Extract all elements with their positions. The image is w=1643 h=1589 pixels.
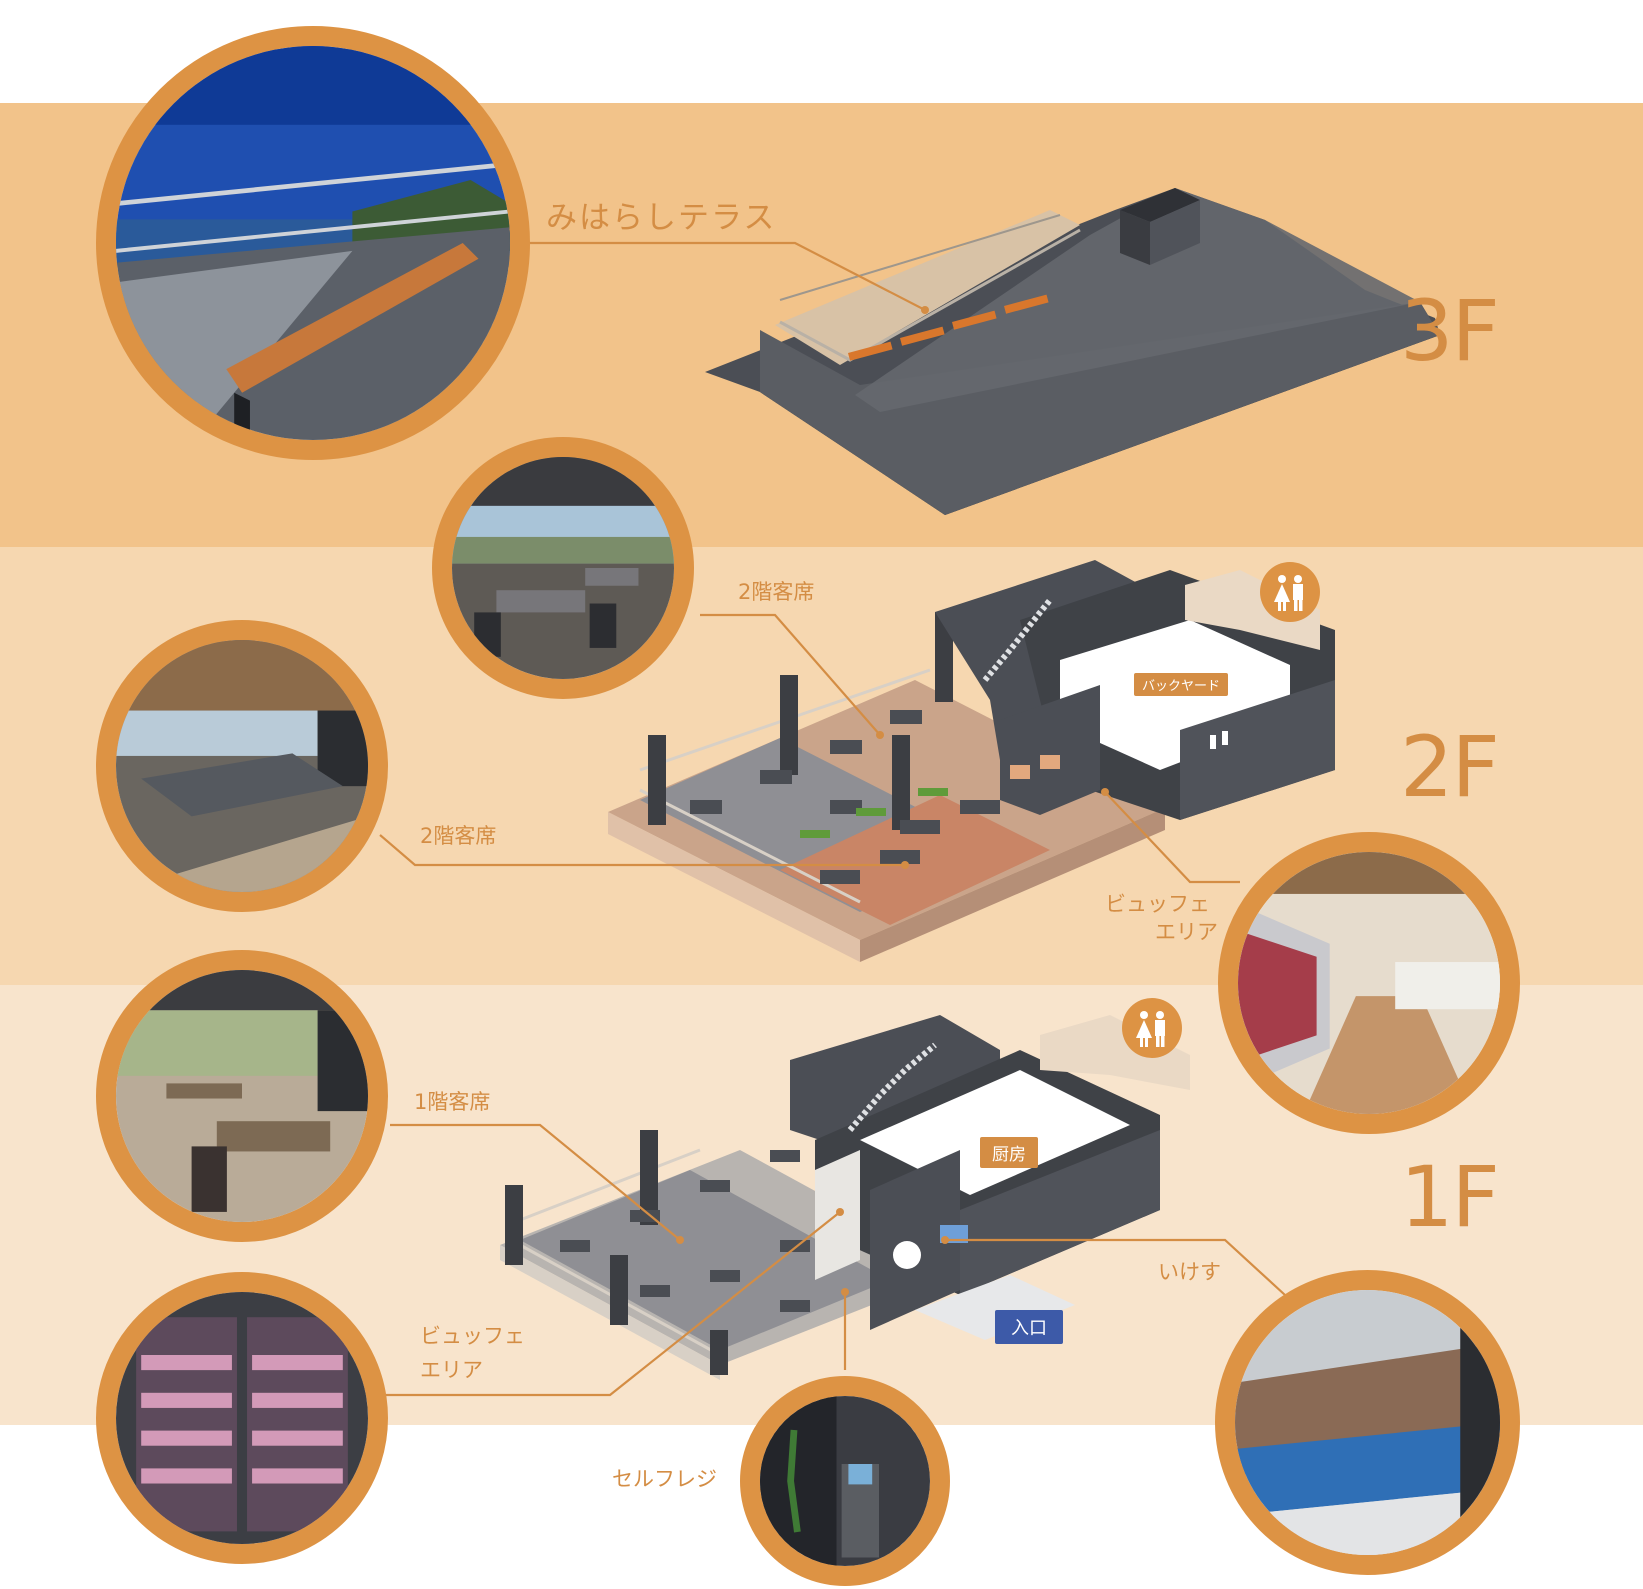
photo-1f-buffet bbox=[96, 1272, 388, 1564]
label-2f-buffet-line2: エリア bbox=[1155, 920, 1218, 945]
photo-2f-seating-top bbox=[432, 437, 694, 699]
roof-3f bbox=[705, 188, 1440, 515]
label-2f-buffet-line1: ビュッフェ bbox=[1105, 892, 1210, 916]
tag-entrance: 入口 bbox=[995, 1310, 1063, 1344]
floor-plan-2f bbox=[608, 560, 1335, 962]
photo-2f-buffet bbox=[1218, 832, 1520, 1134]
label-1f-seating: 1階客席 bbox=[414, 1090, 491, 1114]
leader-lines bbox=[379, 241, 1286, 1397]
photo-self-register bbox=[740, 1376, 950, 1586]
tag-kitchen: 厨房 bbox=[980, 1137, 1038, 1168]
label-terrace: みはらしテラス bbox=[546, 200, 777, 236]
label-self-register: セルフレジ bbox=[612, 1467, 717, 1491]
label-2f-seating-top: 2階客席 bbox=[738, 580, 815, 604]
label-2f-seating-left: 2階客席 bbox=[420, 824, 497, 848]
floor-label-2f: 2F bbox=[1400, 718, 1500, 816]
photo-ikesu bbox=[1215, 1270, 1520, 1575]
photo-1f-seating bbox=[96, 950, 388, 1242]
label-1f-buffet-line1: ビュッフェ bbox=[420, 1324, 525, 1348]
floor-label-3f: 3F bbox=[1400, 282, 1500, 380]
label-ikesu: いけす bbox=[1158, 1260, 1221, 1284]
photo-2f-seating-left bbox=[96, 620, 388, 912]
label-1f-buffet: ビュッフェ エリア bbox=[420, 1322, 620, 1385]
label-1f-buffet-line2: エリア bbox=[420, 1358, 483, 1383]
label-2f-buffet: ビュッフェ エリア bbox=[1105, 890, 1305, 947]
restroom-icon bbox=[1260, 562, 1320, 622]
restroom-icon bbox=[1122, 998, 1182, 1058]
floor-label-1f: 1F bbox=[1400, 1148, 1500, 1246]
tag-backyard: バックヤード bbox=[1134, 673, 1229, 696]
photo-terrace bbox=[96, 26, 530, 460]
